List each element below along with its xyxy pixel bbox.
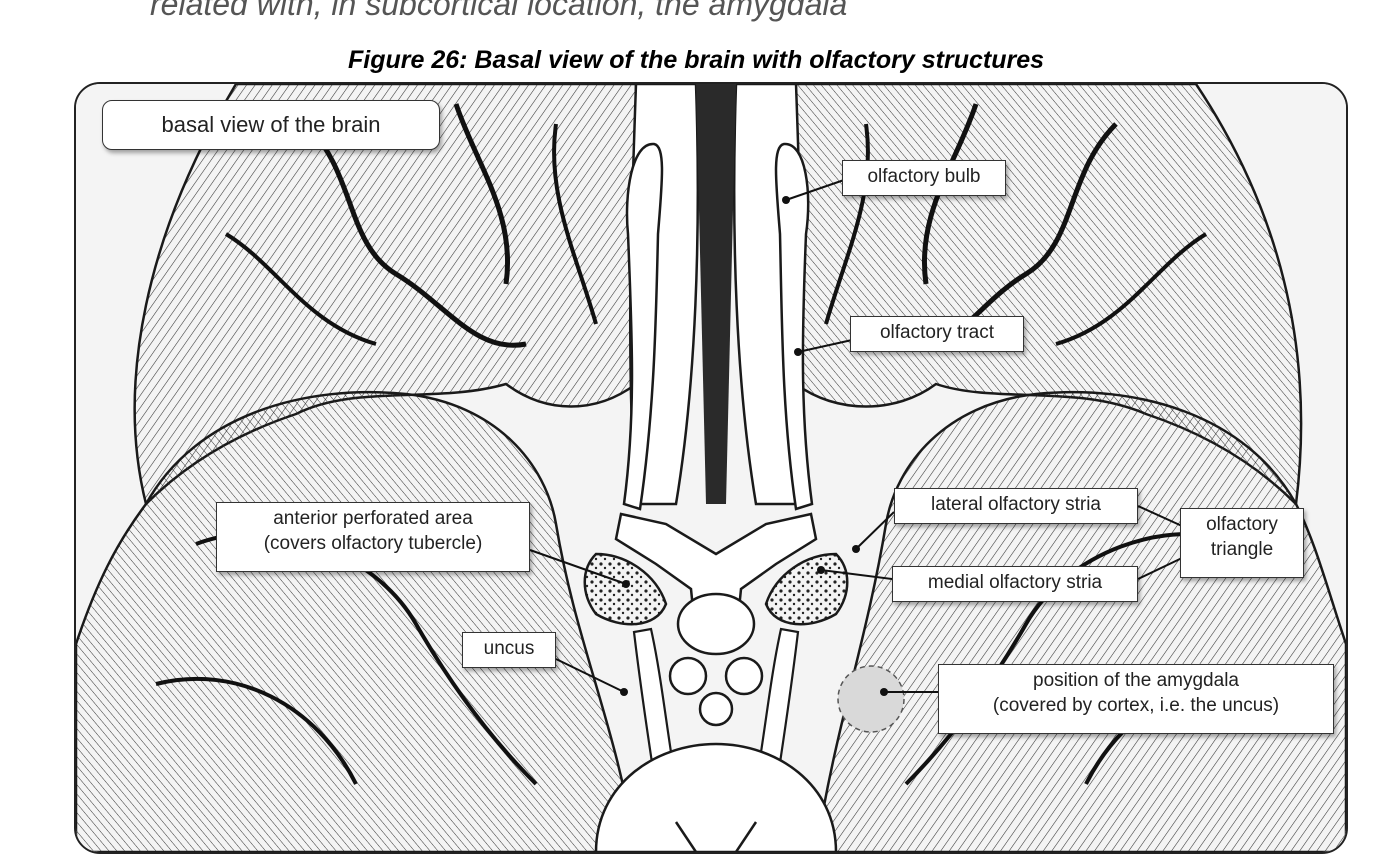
preceding-text-fragment: related with, in subcortical location, t… — [150, 0, 848, 22]
left-mammillary-body — [668, 656, 708, 696]
left-frontal-lobe — [133, 84, 638, 507]
olfactory-tract-label: olfactory tract — [850, 316, 1024, 352]
pituitary — [676, 592, 756, 656]
right-mammillary-body — [724, 656, 764, 696]
left-olfactory-bulb-tract — [622, 142, 664, 511]
anterior-perforated-area-line2: (covers olfactory tubercle) — [263, 533, 483, 554]
left-anterior-perforated-area — [583, 552, 668, 626]
view-title-label: basal view of the brain — [102, 100, 440, 150]
amygdala-position-marker — [837, 665, 905, 733]
olfactory-triangle-line1: olfactory — [1206, 514, 1278, 535]
medial-olfactory-stria-label: medial olfactory stria — [892, 566, 1138, 602]
pons — [594, 742, 838, 852]
amygdala-position-line2: (covered by cortex, i.e. the uncus) — [992, 695, 1280, 716]
olfactory-bulb-label: olfactory bulb — [842, 160, 1006, 196]
longitudinal-fissure — [696, 84, 736, 504]
amygdala-position-line1: position of the amygdala — [1033, 670, 1239, 691]
figure-title: Figure 26: Basal view of the brain with … — [348, 46, 1044, 74]
optic-chiasm — [614, 512, 818, 641]
right-olfactory-bulb-tract — [774, 142, 814, 511]
uncus-label: uncus — [462, 632, 556, 668]
brain-illustration — [76, 84, 1346, 852]
olfactory-triangle-label: olfactory triangle — [1180, 508, 1304, 578]
diagram-frame: basal view of the brain olfactory bulb o… — [74, 82, 1348, 854]
anterior-perforated-area-line1: anterior perforated area — [273, 508, 473, 529]
amygdala-position-label: position of the amygdala (covered by cor… — [938, 664, 1334, 734]
olfactory-triangle-line2: triangle — [1210, 539, 1274, 560]
lateral-olfactory-stria-label: lateral olfactory stria — [894, 488, 1138, 524]
anterior-perforated-area-label: anterior perforated area (covers olfacto… — [216, 502, 530, 572]
